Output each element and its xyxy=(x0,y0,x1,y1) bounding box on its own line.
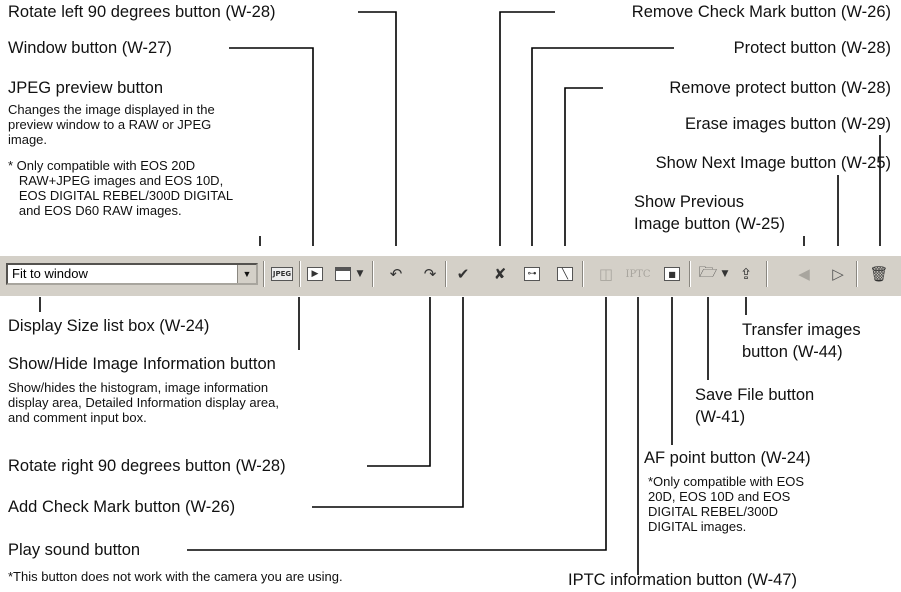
remove-check-mark-icon: ✘ xyxy=(493,265,507,283)
next-image-icon: ▷ xyxy=(832,265,844,283)
erase-images-callout: Erase images button (W-29) xyxy=(684,115,891,133)
jpeg-preview-icon: JPEG xyxy=(270,267,294,281)
transfer-images-callout: Transfer images button (W-44) xyxy=(742,321,861,361)
display-size-list-box[interactable]: Fit to window ▼ xyxy=(6,263,258,285)
show-next-image-callout: Show Next Image button (W-25) xyxy=(655,154,891,172)
window-dropdown[interactable]: ▼ xyxy=(354,262,366,286)
protect-callout: Protect button (W-28) xyxy=(733,39,891,57)
display-size-value: Fit to window xyxy=(12,266,88,281)
add-check-mark-callout: Add Check Mark button (W-26) xyxy=(8,498,236,516)
af-point-callout: AF point button (W-24) xyxy=(644,449,811,467)
rotate-left-callout: Rotate left 90 degrees button (W-28) xyxy=(8,3,276,21)
add-check-mark-button[interactable]: ✔ xyxy=(452,262,474,286)
dropdown-arrow-icon[interactable]: ▼ xyxy=(237,265,256,283)
remove-protect-button[interactable]: ╲ xyxy=(554,262,576,286)
window-callout: Window button (W-27) xyxy=(8,39,172,57)
protect-icon: ⊶ xyxy=(524,267,540,281)
show-previous-image-callout: Show Previous Image button (W-25) xyxy=(634,193,786,233)
show-next-image-button[interactable]: ▷ xyxy=(827,262,849,286)
remove-protect-icon: ╲ xyxy=(557,267,573,281)
window-button[interactable] xyxy=(332,262,354,286)
image-info-icon: ▶ xyxy=(307,267,323,281)
transfer-images-button[interactable]: ⇪ xyxy=(735,262,757,286)
remove-check-mark-button[interactable]: ✘ xyxy=(489,262,511,286)
remove-check-mark-callout: Remove Check Mark button (W-26) xyxy=(631,3,891,21)
window-icon xyxy=(335,267,351,281)
save-file-icon: 🗁 xyxy=(698,262,718,281)
save-dropdown-icon: ▼ xyxy=(721,269,729,279)
play-sound-icon: ◫ xyxy=(598,265,614,283)
jpeg-preview-description: Changes the image displayed in the previ… xyxy=(8,102,215,147)
play-sound-button[interactable]: ◫ xyxy=(595,262,617,286)
show-hide-info-callout: Show/Hide Image Information button xyxy=(8,355,276,373)
display-size-callout: Display Size list box (W-24) xyxy=(8,317,210,335)
jpeg-preview-callout: JPEG preview button xyxy=(8,79,163,97)
save-file-dropdown[interactable]: ▼ xyxy=(719,262,731,286)
toolbar-separator xyxy=(445,261,447,287)
check-mark-icon: ✔ xyxy=(456,265,470,283)
erase-images-button[interactable]: 🗑 xyxy=(868,262,890,286)
transfer-images-icon: ⇪ xyxy=(739,265,753,283)
save-file-button[interactable]: 🗁 xyxy=(697,262,719,286)
jpeg-preview-note: * Only compatible with EOS 20D RAW+JPEG … xyxy=(8,158,234,218)
rotate-right-button[interactable]: ↷ xyxy=(419,262,441,286)
show-hide-image-info-button[interactable]: ▶ xyxy=(304,262,326,286)
af-point-note: *Only compatible with EOS 20D, EOS 10D a… xyxy=(648,474,805,534)
toolbar-separator xyxy=(299,261,301,287)
toolbar-separator xyxy=(856,261,858,287)
erase-icon: 🗑 xyxy=(869,265,889,283)
rotate-left-icon: ↶ xyxy=(389,265,403,283)
jpeg-preview-button[interactable]: JPEG xyxy=(269,262,295,286)
iptc-icon: IPTC xyxy=(625,268,651,280)
rotate-right-icon: ↷ xyxy=(423,265,437,283)
window-dropdown-icon: ▼ xyxy=(356,269,364,279)
show-hide-info-description: Show/hides the histogram, image informat… xyxy=(8,380,279,425)
previous-image-icon: ◀ xyxy=(798,265,810,283)
rotate-left-button[interactable]: ↶ xyxy=(385,262,407,286)
toolbar-separator xyxy=(689,261,691,287)
af-point-icon: ■ xyxy=(664,267,680,281)
af-point-button[interactable]: ■ xyxy=(661,262,683,286)
toolbar-separator xyxy=(372,261,374,287)
toolbar-separator xyxy=(263,261,265,287)
show-previous-image-button[interactable]: ◀ xyxy=(793,262,815,286)
toolbar-separator xyxy=(766,261,768,287)
rotate-right-callout: Rotate right 90 degrees button (W-28) xyxy=(8,457,286,475)
iptc-information-callout: IPTC information button (W-47) xyxy=(568,571,797,589)
save-file-callout: Save File button (W-41) xyxy=(695,386,815,426)
play-sound-note: *This button does not work with the came… xyxy=(8,569,343,584)
iptc-information-button[interactable]: IPTC xyxy=(624,262,652,286)
toolbar-separator xyxy=(582,261,584,287)
play-sound-callout: Play sound button xyxy=(8,541,141,559)
remove-protect-callout: Remove protect button (W-28) xyxy=(669,79,891,97)
protect-button[interactable]: ⊶ xyxy=(521,262,543,286)
